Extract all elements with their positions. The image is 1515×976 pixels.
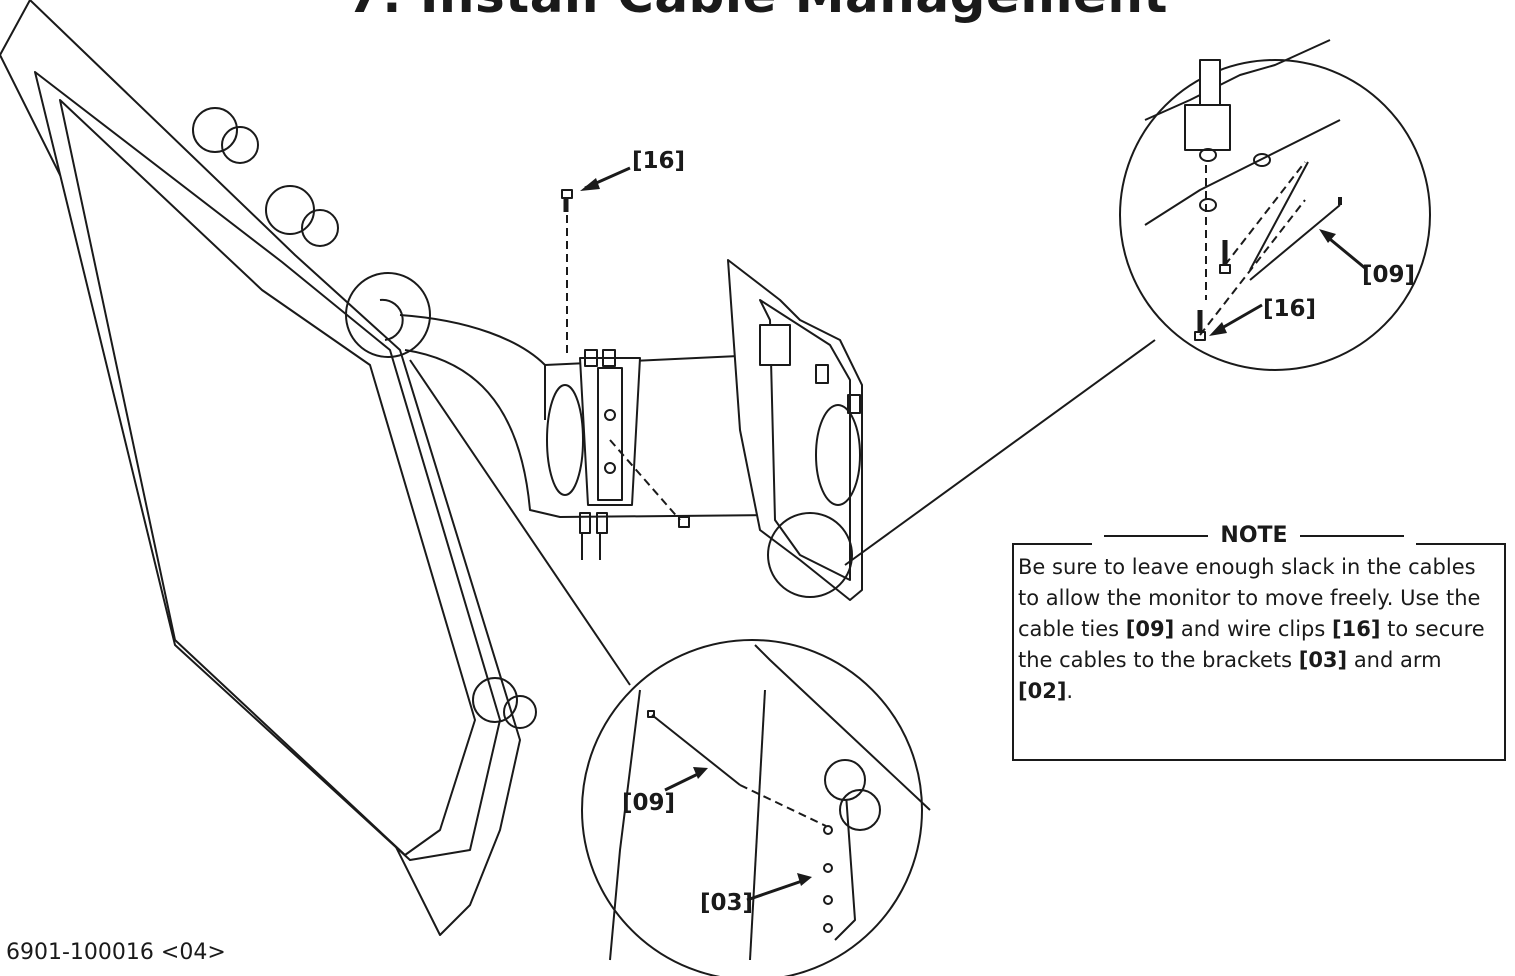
zoom-marker-monitor [345, 272, 431, 358]
wall-bracket [727, 259, 863, 601]
note-heading: NOTE [1092, 523, 1416, 548]
callout-bracket: [03] [700, 890, 754, 916]
document-id: 6901-100016 <04> [6, 940, 226, 965]
callout-cable-tie-bottom: [09] [622, 790, 676, 816]
zoom-marker-bracket [767, 512, 853, 598]
page-title: 7. Install Cable Management [0, 0, 1515, 24]
callout-wire-clip: [16] [632, 148, 686, 174]
monitor [0, 0, 537, 936]
note-text: Be sure to leave enough slack in the cab… [1018, 555, 1485, 703]
arm [399, 314, 782, 560]
callout-cable-tie-zoom: [09] [1362, 262, 1416, 288]
callout-wire-clip-zoom: [16] [1263, 296, 1317, 322]
zoom-detail-clips [1119, 59, 1431, 371]
